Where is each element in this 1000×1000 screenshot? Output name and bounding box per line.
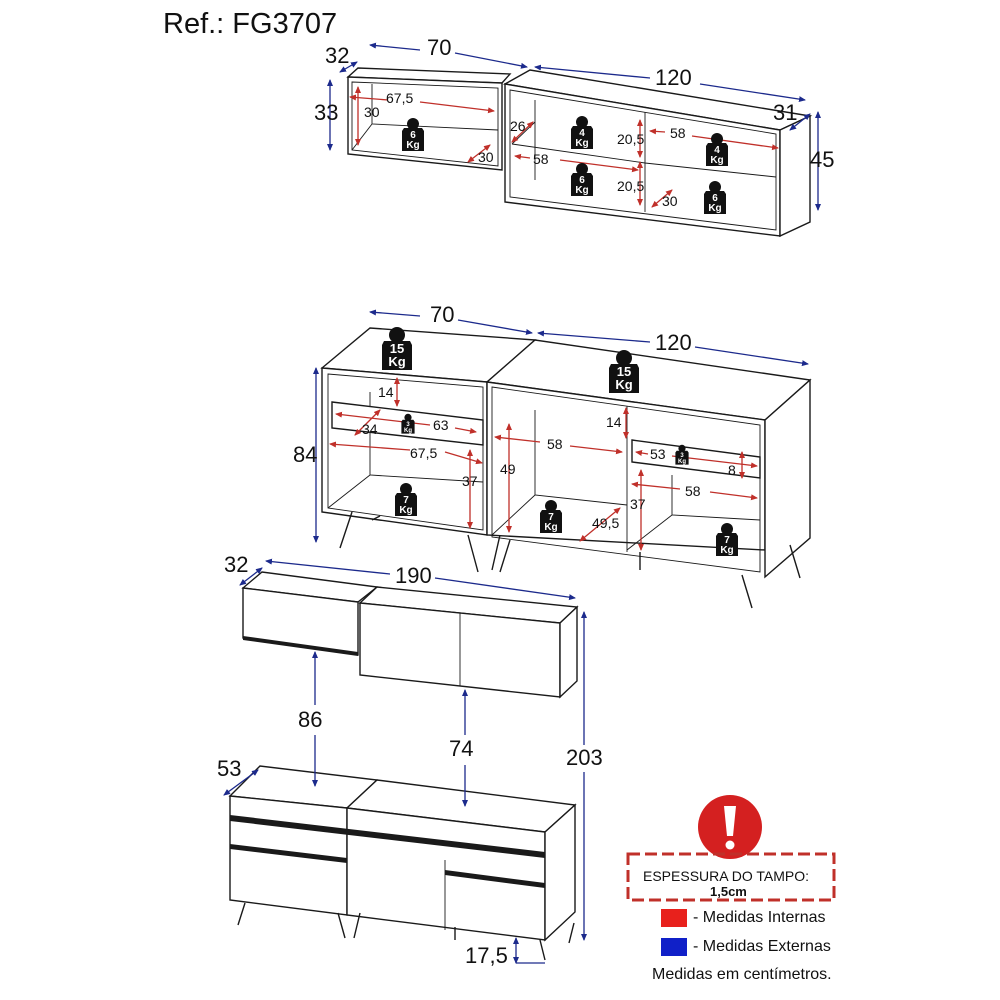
page-title: Ref.: FG3707 bbox=[163, 8, 338, 40]
svg-text:Kg: Kg bbox=[406, 140, 419, 151]
upper-dims-external: 70 120 32 33 31 45 bbox=[314, 35, 834, 211]
svg-text:3: 3 bbox=[680, 453, 684, 459]
weight-icon: 7Kg bbox=[395, 483, 417, 516]
weight-icon: 4Kg bbox=[571, 116, 593, 149]
svg-text:37: 37 bbox=[462, 473, 478, 489]
svg-text:31: 31 bbox=[773, 100, 797, 125]
svg-text:34: 34 bbox=[362, 421, 378, 437]
svg-text:203: 203 bbox=[566, 745, 603, 770]
svg-text:Kg: Kg bbox=[615, 377, 632, 392]
svg-text:63: 63 bbox=[433, 417, 449, 433]
weight-icon: 6Kg bbox=[571, 163, 593, 196]
weight-icon: 3Kg bbox=[401, 413, 415, 434]
upper-dims-internal: 67,5 30 30 26 20,5 20,5 58 58 30 bbox=[350, 86, 778, 209]
lower-dims-internal: 14 34 63 67,5 37 49 58 49,5 14 53 8 58 3… bbox=[330, 377, 757, 551]
svg-text:Kg: Kg bbox=[720, 545, 733, 556]
weight-icon: 3Kg bbox=[675, 444, 689, 465]
weight-icon: 7Kg bbox=[716, 523, 738, 556]
svg-text:7: 7 bbox=[724, 535, 730, 546]
svg-text:53: 53 bbox=[650, 446, 666, 462]
svg-text:7: 7 bbox=[403, 495, 409, 506]
assembled-dims: 32 190 86 74 203 53 17,5 bbox=[217, 552, 603, 968]
svg-text:30: 30 bbox=[364, 104, 380, 120]
svg-text:67,5: 67,5 bbox=[386, 90, 413, 106]
svg-text:15: 15 bbox=[617, 364, 631, 379]
svg-text:32: 32 bbox=[224, 552, 248, 577]
lower-cabinet-right bbox=[485, 339, 812, 609]
svg-text:190: 190 bbox=[395, 563, 432, 588]
footnote: Medidas em centímetros. bbox=[652, 966, 832, 983]
notice-box bbox=[626, 852, 836, 902]
svg-text:70: 70 bbox=[430, 302, 454, 327]
svg-text:58: 58 bbox=[547, 436, 563, 452]
svg-text:32: 32 bbox=[325, 43, 349, 68]
svg-text:8: 8 bbox=[728, 462, 736, 478]
svg-text:Kg: Kg bbox=[399, 505, 412, 516]
svg-text:6: 6 bbox=[579, 175, 585, 186]
weight-icon: 6Kg bbox=[402, 118, 424, 151]
legend-external-label: - Medidas Externas bbox=[693, 938, 831, 955]
svg-text:58: 58 bbox=[533, 151, 549, 167]
svg-text:26: 26 bbox=[510, 118, 526, 134]
svg-text:6: 6 bbox=[712, 193, 718, 204]
svg-text:Kg: Kg bbox=[710, 155, 723, 166]
svg-text:58: 58 bbox=[670, 125, 686, 141]
svg-text:30: 30 bbox=[478, 149, 494, 165]
svg-text:Kg: Kg bbox=[708, 203, 721, 214]
svg-text:14: 14 bbox=[606, 414, 622, 430]
weight-icon: 7Kg bbox=[540, 500, 562, 533]
lower-dims-external: 70 120 84 bbox=[293, 302, 808, 543]
notice-title: ESPESSURA DO TAMPO: bbox=[643, 868, 809, 884]
svg-text:20,5: 20,5 bbox=[617, 131, 644, 147]
upper-cabinet-right bbox=[502, 69, 813, 238]
svg-text:6: 6 bbox=[410, 130, 416, 141]
svg-text:Kg: Kg bbox=[678, 459, 686, 465]
svg-text:120: 120 bbox=[655, 330, 692, 355]
svg-text:84: 84 bbox=[293, 442, 317, 467]
svg-text:Kg: Kg bbox=[544, 522, 557, 533]
assembled-lower bbox=[228, 765, 577, 961]
svg-text:58: 58 bbox=[685, 483, 701, 499]
svg-text:30: 30 bbox=[662, 193, 678, 209]
assembled-upper-left bbox=[241, 571, 379, 656]
svg-text:53: 53 bbox=[217, 756, 241, 781]
svg-text:15: 15 bbox=[390, 341, 404, 356]
svg-text:74: 74 bbox=[449, 736, 473, 761]
weight-icon: 6Kg bbox=[704, 181, 726, 214]
svg-text:14: 14 bbox=[378, 384, 394, 400]
legend-swatch-external bbox=[661, 938, 687, 956]
assembled-upper-right bbox=[358, 586, 579, 699]
svg-text:49,5: 49,5 bbox=[592, 515, 619, 531]
notice-value: 1,5cm bbox=[710, 884, 747, 899]
alert-icon bbox=[698, 795, 762, 859]
svg-text:20,5: 20,5 bbox=[617, 178, 644, 194]
legend-internal-label: - Medidas Internas bbox=[693, 909, 826, 926]
svg-text:7: 7 bbox=[548, 512, 554, 523]
svg-text:17,5: 17,5 bbox=[465, 943, 508, 968]
weight-icon: 4Kg bbox=[706, 133, 728, 166]
svg-text:120: 120 bbox=[655, 65, 692, 90]
svg-text:33: 33 bbox=[314, 100, 338, 125]
svg-text:49: 49 bbox=[500, 461, 516, 477]
svg-text:67,5: 67,5 bbox=[410, 445, 437, 461]
svg-text:37: 37 bbox=[630, 496, 646, 512]
legend-swatch-internal bbox=[661, 909, 687, 927]
svg-text:Kg: Kg bbox=[404, 428, 412, 434]
svg-text:86: 86 bbox=[298, 707, 322, 732]
svg-text:Kg: Kg bbox=[388, 354, 405, 369]
svg-text:Kg: Kg bbox=[575, 185, 588, 196]
svg-text:3: 3 bbox=[406, 422, 410, 428]
svg-text:4: 4 bbox=[579, 128, 585, 139]
svg-text:Kg: Kg bbox=[575, 138, 588, 149]
svg-text:70: 70 bbox=[427, 35, 451, 60]
svg-text:4: 4 bbox=[714, 145, 720, 156]
svg-text:45: 45 bbox=[810, 147, 834, 172]
